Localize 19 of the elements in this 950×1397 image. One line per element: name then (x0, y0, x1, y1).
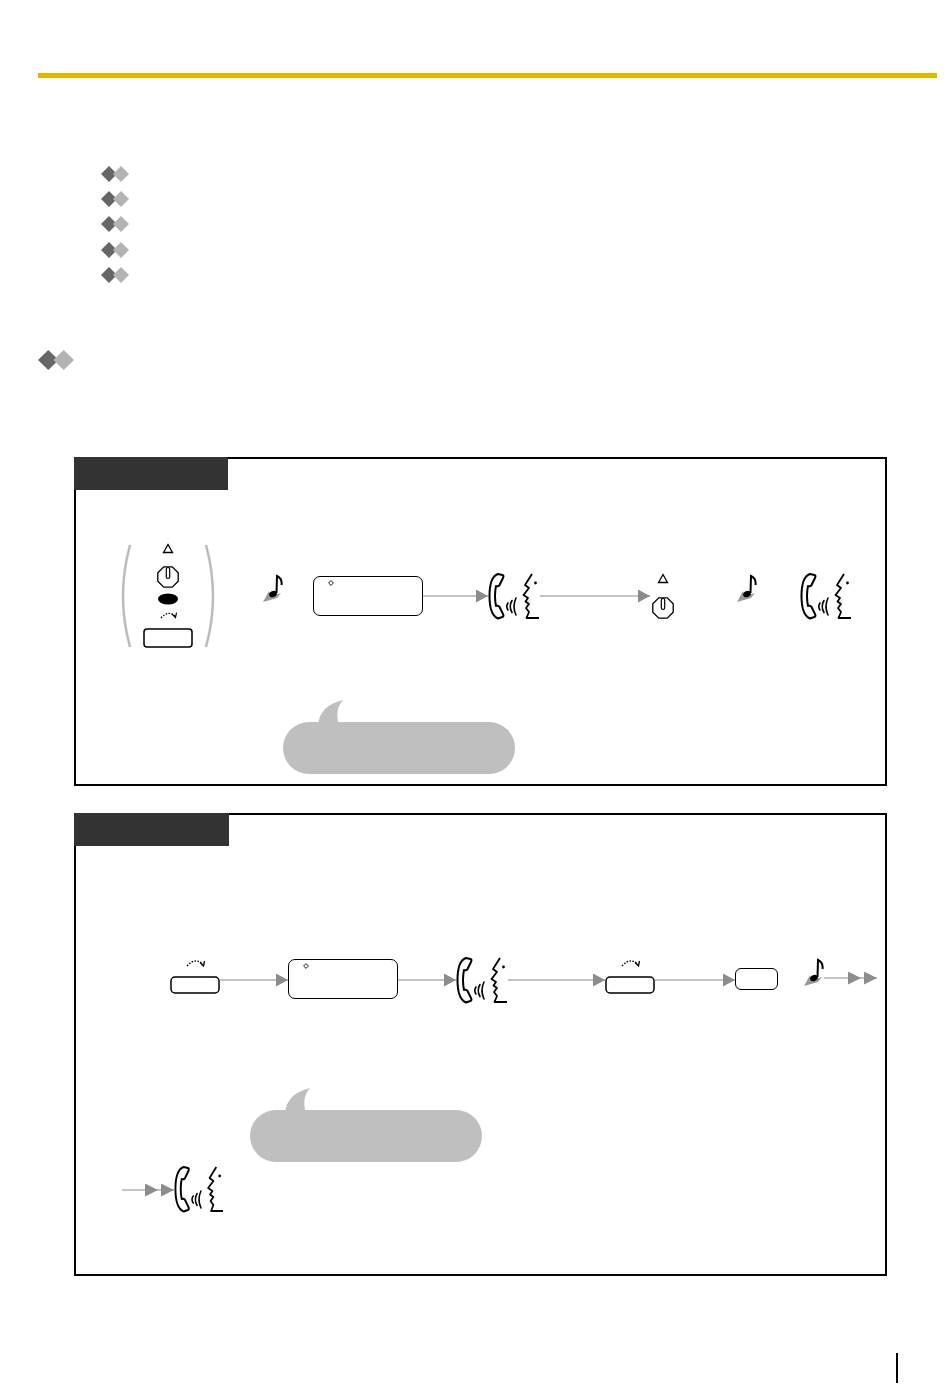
arrow (654, 973, 736, 987)
arrow (422, 589, 489, 603)
music-note-icon (736, 573, 757, 603)
panel (74, 457, 887, 786)
display-frame (313, 576, 423, 616)
music-note-icon (262, 573, 283, 603)
panel (74, 813, 887, 1276)
arrow (539, 589, 651, 603)
handset-speaking-icon (456, 956, 508, 1004)
handset-speaking-icon (174, 1165, 224, 1213)
blank-key (735, 968, 778, 990)
knob-icon (650, 573, 676, 620)
music-note-icon (803, 957, 824, 987)
handset-speaking-icon (800, 572, 852, 620)
arrow (219, 973, 289, 987)
arrow (507, 973, 606, 987)
display-frame (288, 959, 398, 999)
arrow (397, 973, 457, 987)
handset-speaking-icon (488, 572, 540, 620)
